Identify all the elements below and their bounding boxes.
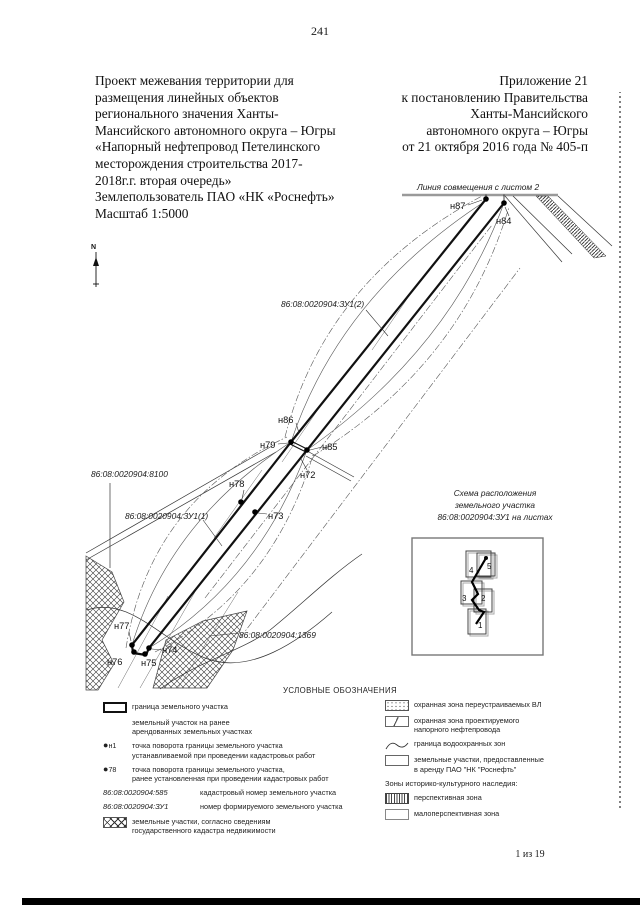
cadastral-label-zu1-1: 86:08:0020904:ЗУ1(1)	[125, 511, 208, 521]
inset-route-line	[470, 557, 487, 625]
north-arrow-label: N	[91, 244, 96, 251]
legend-item-turn-point-new: ●н1 точка поворота границы земельного уч…	[103, 740, 316, 760]
scan-bottom-edge	[22, 898, 640, 905]
water-zone-swatch	[385, 739, 409, 750]
coincidence-line-label: Линия совмещения с листом 2	[416, 182, 539, 192]
lease-parcels-swatch	[385, 755, 409, 767]
legend-item-low-perspective-zone: малоперспективная зона	[385, 809, 633, 821]
appendix-reference: Приложение 21 к постановлению Правительс…	[401, 73, 588, 155]
legend-item-perspective-zone: перспективная зона	[385, 793, 633, 805]
cadastral-label-1369: 86:08:0020904:1369	[239, 630, 316, 640]
adjacent-lines-topright	[504, 195, 613, 263]
legend-item-water-zone: граница водоохранных зон	[385, 739, 633, 750]
inset-sheet-4-label: 4	[469, 566, 474, 575]
inset-sheet-5-label: 5	[487, 562, 492, 571]
page-number: 241	[311, 24, 329, 38]
scan-edge-artifact	[619, 92, 621, 808]
legend-item-vl-zone: охранная зона переустраиваемых ВЛ	[385, 700, 633, 711]
inset-sheet-2-label: 2	[481, 594, 486, 603]
vl-zone-swatch	[385, 700, 409, 711]
point-label-n76: н76	[107, 657, 122, 667]
point-label-n75: н75	[141, 658, 156, 668]
legend-item-turn-point-old: ●78 точка поворота границы земельного уч…	[103, 763, 329, 784]
point-label-n85: н85	[322, 442, 337, 452]
project-title: Проект межевания территории для размещен…	[95, 73, 336, 221]
zone-lens-curves	[131, 199, 505, 649]
legend-item-leased-parcel: земельный участок на ранее арендованных …	[103, 718, 388, 736]
point-label-n72: н72	[300, 470, 315, 480]
point-label-n78: н78	[229, 479, 244, 489]
point-label-n86: н86	[278, 415, 293, 425]
legend-item-gkn-parcels: земельные участки, согласно сведениям го…	[103, 816, 388, 835]
spur-line	[305, 451, 355, 482]
turn-point-dots	[129, 196, 507, 657]
blank-swatch	[103, 718, 127, 729]
inset-sheet-scheme: 4 5 3 2 1	[411, 537, 544, 656]
parcel-boundary-swatch	[103, 702, 127, 713]
perspective-zone-swatch	[385, 793, 409, 805]
gkn-parcel-hatch	[85, 555, 248, 691]
guard-zone-dashdot	[125, 195, 521, 653]
sheet-counter: 1 из 19	[515, 849, 545, 860]
cadastral-label-zu1-2: 86:08:0020904:ЗУ1(2)	[281, 299, 364, 309]
point-label-n87: н87	[450, 201, 465, 211]
legend-left-column: граница земельного участка земельный уча…	[103, 702, 388, 840]
label-leaders	[128, 199, 510, 651]
legend-right-column: охранная зона переустраиваемых ВЛ охранн…	[385, 700, 633, 825]
legend-item-pipeline-zone: охранная зона проектируемого напорного н…	[385, 716, 633, 734]
point-label-n79: н79	[260, 440, 275, 450]
parcel-jog	[289, 194, 505, 453]
legend-item-lease-parcels: земельные участки, предоставленные в аре…	[385, 755, 633, 774]
parcel-corridor	[130, 197, 506, 657]
north-arrow: N	[91, 244, 99, 287]
inset-sheet-5-box	[476, 552, 496, 577]
point-label-n73: н73	[268, 511, 283, 521]
pipeline-zone-swatch	[385, 716, 409, 727]
low-perspective-zone-swatch	[385, 809, 409, 821]
inset-title: Схема расположения земельного участка 86…	[437, 488, 553, 522]
inset-sheet-1-label: 1	[478, 621, 483, 630]
legend-item-cadastral-number: 86:08:0020904:585 кадастровый номер земе…	[103, 788, 337, 798]
inset-sheet-4-box	[465, 550, 492, 578]
parcel-8100-boundary	[85, 445, 277, 568]
turn-point-old-swatch: ●78	[103, 763, 117, 774]
point-label-n77: н77	[114, 621, 129, 631]
inset-sheet-3-label: 3	[462, 594, 467, 603]
turn-point-new-swatch: ●н1	[103, 740, 117, 751]
legend-heritage-heading: Зоны историко-культурного наследия:	[385, 778, 518, 788]
point-label-n84: н84	[496, 216, 511, 226]
cadastral-label-8100: 86:08:0020904:8100	[91, 469, 168, 479]
legend-item-formed-number: 86:08:0020904:ЗУ1 номер формируемого зем…	[103, 802, 343, 812]
terrain-lines	[117, 279, 421, 689]
legend-title: УСЛОВНЫЕ ОБОЗНАЧЕНИЯ	[283, 686, 397, 695]
gkn-parcels-swatch	[103, 816, 127, 828]
water-zone-curves	[86, 553, 363, 690]
legend-item-parcel-boundary: граница земельного участка	[103, 702, 388, 713]
point-label-n74: н74	[162, 645, 177, 655]
